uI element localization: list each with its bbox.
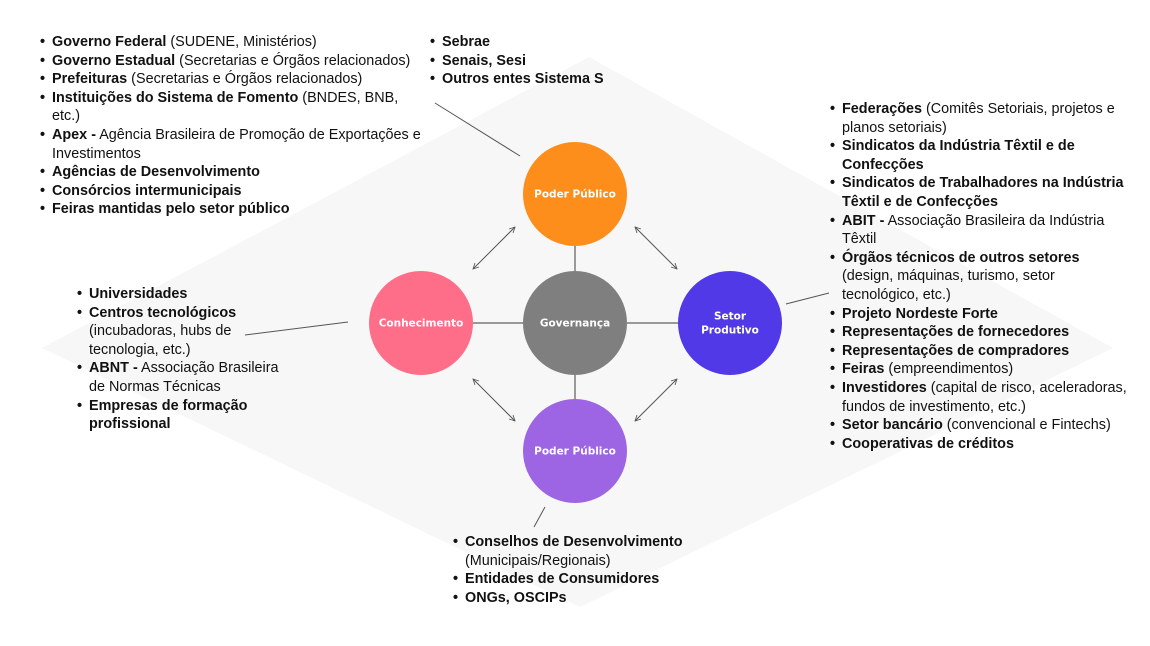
list-item-title: Agências de Desenvolvimento <box>52 164 260 181</box>
list-item: Entidades de Consumidores <box>453 570 713 589</box>
list-item-title: ONGs, OSCIPs <box>465 589 567 606</box>
list-item-title: Representações de compradores <box>842 342 1070 359</box>
list-item: Feiras (empreendimentos) <box>830 360 1130 379</box>
list-item: ABIT - Associação Brasileira da Indústri… <box>830 212 1130 249</box>
list-item-title: Instituições do Sistema de Fomento <box>52 89 299 106</box>
list-item: Setor bancário (convencional e Fintechs) <box>830 416 1130 435</box>
list-item: Sebrae <box>430 33 650 52</box>
list-item: Outros entes Sistema S <box>430 70 650 89</box>
list-item: Representações de compradores <box>830 342 1130 361</box>
list-item-title: Sindicatos da Indústria Têxtil e de Conf… <box>842 138 1075 173</box>
list-item: Instituições do Sistema de Fomento (BNDE… <box>40 89 430 126</box>
list-item: Sindicatos de Trabalhadores na Indústria… <box>830 174 1130 211</box>
node-label: Poder Público <box>534 446 616 458</box>
list-item-title: Sebrae <box>442 34 490 50</box>
list-item-detail: Associação Brasileira de Normas Técnicas <box>89 360 279 395</box>
list-item-title: Governo Estadual <box>52 52 176 69</box>
list-item-title: Apex - <box>52 126 96 143</box>
list-item-title: ABNT - <box>89 360 138 377</box>
list-item-detail: (Secretarias e Órgãos relacionados) <box>127 71 363 88</box>
list-conhecimento-actors: UniversidadesCentros tecnológicos (incub… <box>77 285 287 434</box>
list-item-title: Sindicatos de Trabalhadores na Indústria… <box>842 175 1124 210</box>
double-arrow-bottom-left <box>473 379 515 421</box>
list-item-detail: Agência Brasileira de Promoção de Export… <box>52 126 421 162</box>
callout-line-top <box>434 102 521 157</box>
node-label: Poder Público <box>534 189 616 201</box>
list-item: Centros tecnológicos (incubadoras, hubs … <box>77 304 287 360</box>
list-item-title: Entidades de Consumidores <box>465 571 660 588</box>
node-label: Governança <box>540 318 610 330</box>
node-setor-produtivo: Setor Produtivo <box>678 271 782 375</box>
list-item-detail: Associação Brasileira da Indústria Têxti… <box>842 212 1105 248</box>
list-item-title: Cooperativas de créditos <box>842 435 1014 452</box>
list-sistema-s: SebraeSenais, SesiOutros entes Sistema S <box>430 33 650 89</box>
list-item-detail: (SUDENE, Ministérios) <box>166 34 317 50</box>
list-item-title: Feiras mantidas pelo setor público <box>52 201 290 218</box>
node-label-line-1: Setor <box>714 311 747 323</box>
list-item: Prefeituras (Secretarias e Órgãos relaci… <box>40 70 430 89</box>
list-item-title: Federações <box>842 101 922 117</box>
callout-line-right <box>785 292 830 305</box>
list-item: Apex - Agência Brasileira de Promoção de… <box>40 126 430 163</box>
list-item: Conselhos de Desenvolvimento (Municipais… <box>453 533 713 570</box>
list-item: Projeto Nordeste Forte <box>830 305 1130 324</box>
list-item-detail: (convencional e Fintechs) <box>942 417 1111 434</box>
list-item: Investidores (capital de risco, acelerad… <box>830 379 1130 416</box>
list-sociedade-civil-actors: Conselhos de Desenvolvimento (Municipais… <box>453 533 713 607</box>
node-conhecimento: Conhecimento <box>369 271 473 375</box>
list-item: ONGs, OSCIPs <box>453 589 713 608</box>
list-item-title: Conselhos de Desenvolvimento <box>465 534 683 550</box>
list-item-title: Universidades <box>89 286 188 302</box>
node-label-line-2: Produtivo <box>701 325 759 337</box>
list-item-title: Setor bancário <box>842 417 943 434</box>
list-item-title: Órgãos técnicos de outros setores <box>842 249 1080 266</box>
list-item-title: Feiras <box>842 361 885 378</box>
list-item-title: ABIT - <box>842 212 885 229</box>
list-item: Senais, Sesi <box>430 52 650 71</box>
node-poder-publico-bottom: Poder Público <box>523 399 627 503</box>
list-item-detail: (design, máquinas, turismo, setor tecnol… <box>842 268 1055 303</box>
list-item-detail: (empreendimentos) <box>884 361 1014 378</box>
list-item: Universidades <box>77 285 287 304</box>
list-item-detail: (Secretarias e Órgãos relacionados) <box>175 52 411 69</box>
list-item: Órgãos técnicos de outros setores (desig… <box>830 249 1130 305</box>
double-arrow-top-right <box>635 227 677 269</box>
node-label: Conhecimento <box>379 318 464 330</box>
list-item: Representações de fornecedores <box>830 323 1130 342</box>
list-item-title: Consórcios intermunicipais <box>52 182 242 199</box>
list-item: Feiras mantidas pelo setor público <box>40 200 430 219</box>
list-item: Agências de Desenvolvimento <box>40 163 430 182</box>
list-item-title: Empresas de formação profissional <box>89 397 248 433</box>
list-item-title: Governo Federal <box>52 34 167 50</box>
list-item-detail: (incubadoras, hubs de tecnologia, etc.) <box>89 323 232 358</box>
list-item-detail: (capital de risco, aceleradoras, fundos … <box>842 379 1127 415</box>
list-item: Federações (Comitês Setoriais, projetos … <box>830 100 1130 137</box>
list-item: Empresas de formação profissional <box>77 397 287 434</box>
list-item-title: Outros entes Sistema S <box>442 71 604 88</box>
list-item: ABNT - Associação Brasileira de Normas T… <box>77 359 287 396</box>
double-arrow-top-left <box>473 227 515 269</box>
list-item: Cooperativas de créditos <box>830 435 1130 454</box>
list-item-detail: (Comitês Setoriais, projetos e planos se… <box>842 101 1115 136</box>
list-item-detail: (Municipais/Regionais) <box>465 552 611 569</box>
callout-line-bottom <box>533 506 546 528</box>
double-arrow-bottom-right <box>635 379 677 421</box>
list-item-detail: (BNDES, BNB, etc.) <box>52 89 399 125</box>
list-item-title: Investidores <box>842 379 927 396</box>
list-item: Consórcios intermunicipais <box>40 182 430 201</box>
node-governanca: Governança <box>523 271 627 375</box>
list-setor-produtivo-actors: Federações (Comitês Setoriais, projetos … <box>830 100 1130 453</box>
list-poder-publico-actors: Governo Federal (SUDENE, Ministérios)Gov… <box>40 33 430 219</box>
list-item-title: Projeto Nordeste Forte <box>842 305 998 322</box>
list-item: Governo Federal (SUDENE, Ministérios) <box>40 33 430 52</box>
node-poder-publico-top: Poder Público <box>523 142 627 246</box>
list-item: Sindicatos da Indústria Têxtil e de Conf… <box>830 137 1130 174</box>
list-item-title: Prefeituras <box>52 71 128 88</box>
list-item: Governo Estadual (Secretarias e Órgãos r… <box>40 52 430 71</box>
list-item-title: Representações de fornecedores <box>842 324 1070 341</box>
list-item-title: Senais, Sesi <box>442 52 526 69</box>
list-item-title: Centros tecnológicos <box>89 304 237 321</box>
